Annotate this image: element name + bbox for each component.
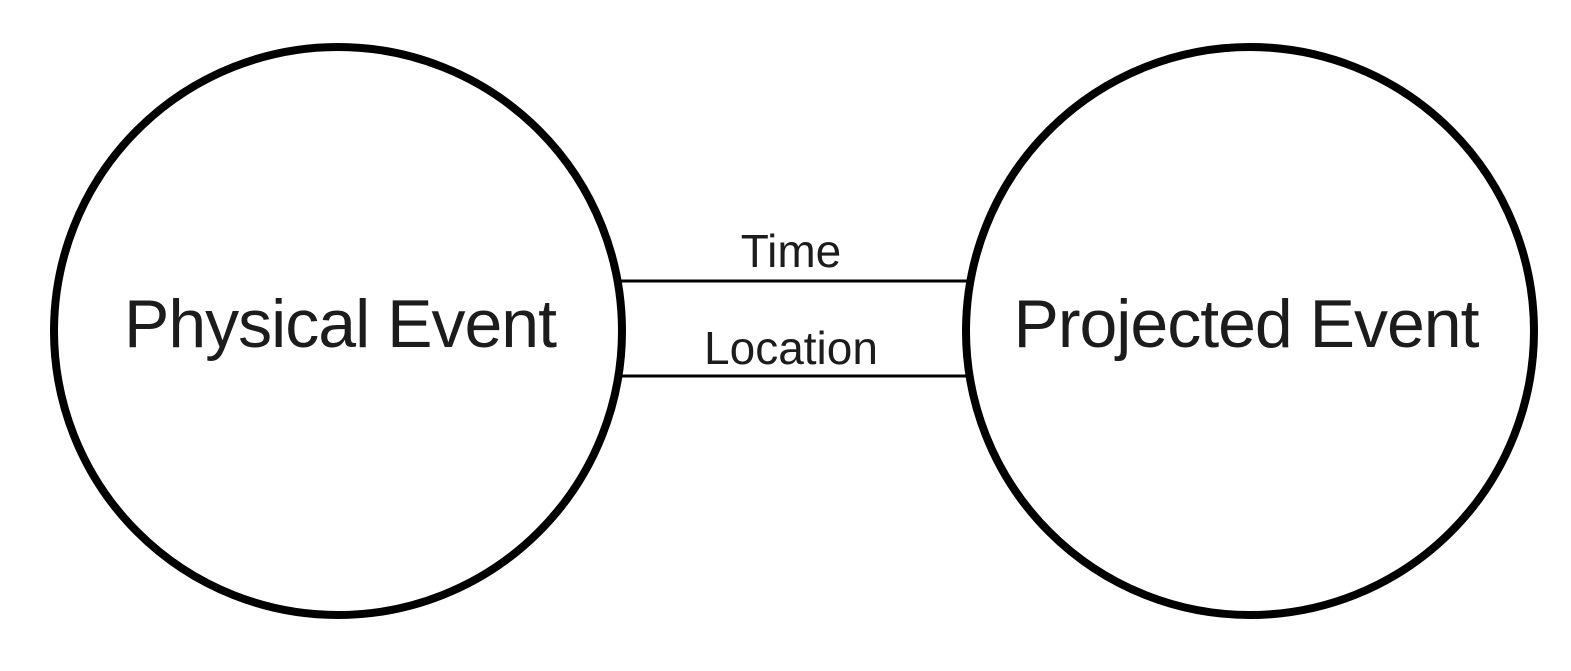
- projected-event-label: Projected Event: [1013, 286, 1479, 362]
- projected-event-circle: [962, 43, 1538, 619]
- physical-event-circle: [50, 43, 626, 619]
- time-edge-label: Time: [741, 225, 842, 277]
- physical-event-label: Physical Event: [124, 286, 557, 362]
- location-edge-label: Location: [704, 322, 878, 374]
